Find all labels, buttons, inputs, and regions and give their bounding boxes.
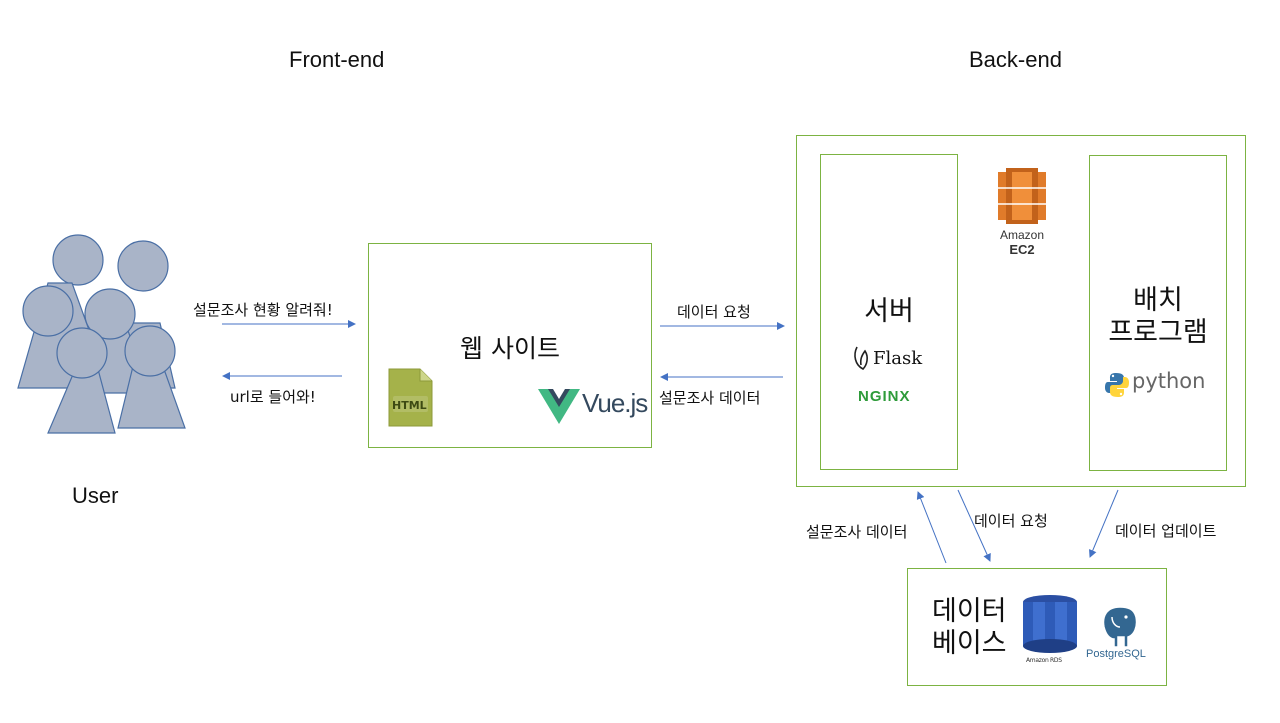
ec2-line2: EC2 xyxy=(1009,242,1035,257)
arrow-server-to-db xyxy=(957,489,991,562)
vue-text: Vue.js xyxy=(582,388,648,418)
batch-line2: 프로그램 xyxy=(1108,317,1208,348)
batch-box: 배치 프로그램 python xyxy=(1089,155,1227,471)
amazon-rds-icon xyxy=(1023,595,1077,653)
arrow-batch-to-db xyxy=(1089,489,1119,558)
user-label: User xyxy=(72,483,119,508)
postgresql-elephant-icon xyxy=(1102,606,1138,648)
website-box: 웹 사이트 HTML Vue.js xyxy=(368,243,652,448)
label-server-to-db: 데이터 요청 xyxy=(974,512,1048,530)
label-backend-to-web: 설문조사 데이터 xyxy=(659,389,761,407)
label-user-to-web: 설문조사 현황 알려줘! xyxy=(193,301,333,319)
label-db-to-server: 설문조사 데이터 xyxy=(806,523,908,541)
flask-text: Flask xyxy=(873,348,923,369)
flask-icon xyxy=(854,346,868,370)
html-badge: HTML xyxy=(392,399,427,412)
server-title: 서버 xyxy=(864,296,914,327)
batch-line1: 배치 xyxy=(1133,285,1183,316)
python-text: python xyxy=(1132,369,1206,393)
ec2-icon xyxy=(998,168,1046,224)
vue-logo-icon xyxy=(538,389,580,424)
label-batch-to-db: 데이터 업데이트 xyxy=(1115,522,1217,540)
python-logo-icon xyxy=(1105,373,1129,397)
label-web-to-backend: 데이터 요청 xyxy=(677,303,751,321)
arrow-db-to-server xyxy=(916,491,947,564)
ec2-line1: Amazon xyxy=(999,228,1045,242)
frontend-header: Front-end xyxy=(289,47,385,72)
database-box: 데이터 베이스 Amazon RDS PostgreSQL xyxy=(907,568,1167,686)
db-title-line1: 데이터 xyxy=(932,596,1007,627)
users-group-icon xyxy=(17,234,186,434)
rds-caption: Amazon RDS xyxy=(1026,657,1062,664)
html-file-icon xyxy=(388,368,433,427)
nginx-text: NGINX xyxy=(858,388,911,405)
postgres-caption: PostgreSQL xyxy=(1086,648,1146,660)
backend-box: 서버 Flask NGINX Amazon EC2 배치 프로그램 python xyxy=(796,135,1246,487)
website-title: 웹 사이트 xyxy=(460,334,560,363)
server-box: 서버 Flask NGINX xyxy=(820,154,958,470)
label-web-to-user: url로 들어와! xyxy=(230,388,316,406)
backend-header: Back-end xyxy=(969,47,1062,72)
db-title-line2: 베이스 xyxy=(932,628,1007,659)
